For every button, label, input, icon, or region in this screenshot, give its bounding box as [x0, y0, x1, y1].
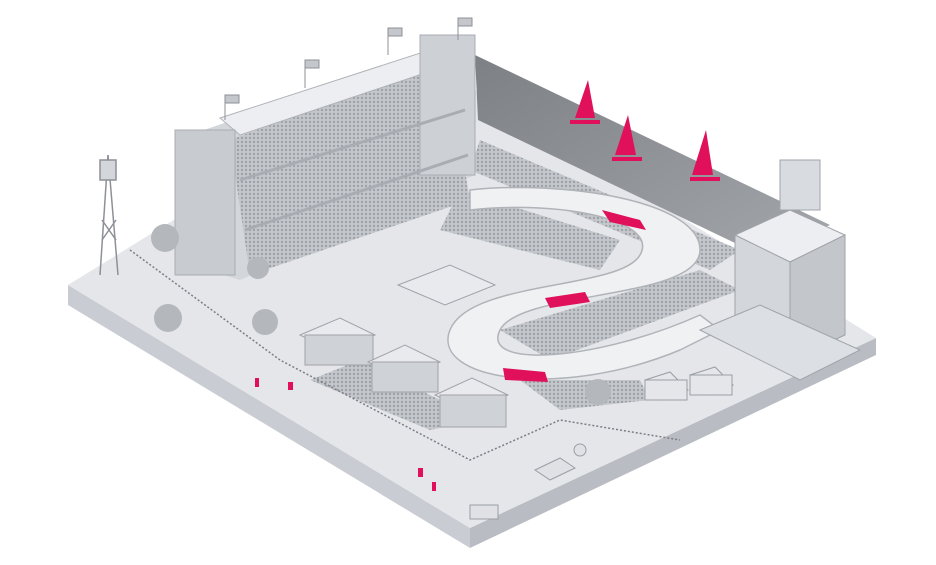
- sailboat-icon: [690, 130, 720, 181]
- fence: [129, 249, 681, 461]
- flag-icon: [304, 59, 320, 88]
- tree-icon: [252, 309, 278, 335]
- pavilions: [298, 264, 510, 428]
- grandstand: [174, 34, 476, 280]
- trucks: [644, 366, 734, 401]
- race-car-icon: [602, 210, 646, 230]
- truck-icon: [644, 371, 689, 401]
- antenna-tower-icon: [99, 154, 119, 276]
- office-building: [698, 159, 862, 381]
- people-accents: [255, 378, 436, 491]
- race-car-icon: [545, 292, 590, 308]
- race-cars: [503, 210, 646, 382]
- sailboats: [570, 80, 720, 181]
- race-car-icon: [503, 368, 548, 382]
- race-track: [447, 186, 722, 380]
- sailboat-icon: [570, 80, 600, 124]
- flag-icon: [457, 17, 473, 40]
- tree-icon: [247, 257, 269, 279]
- flags: [224, 17, 473, 120]
- flag-icon: [387, 27, 403, 55]
- water-area: [475, 55, 830, 255]
- sailboat-icon: [612, 115, 642, 161]
- plaza-props: [469, 443, 587, 520]
- flag-icon: [224, 94, 240, 120]
- truck-icon: [689, 366, 734, 396]
- tree-icon: [585, 379, 611, 405]
- tree-icon: [151, 224, 179, 252]
- tree-icon: [154, 304, 182, 332]
- trees: [151, 224, 611, 405]
